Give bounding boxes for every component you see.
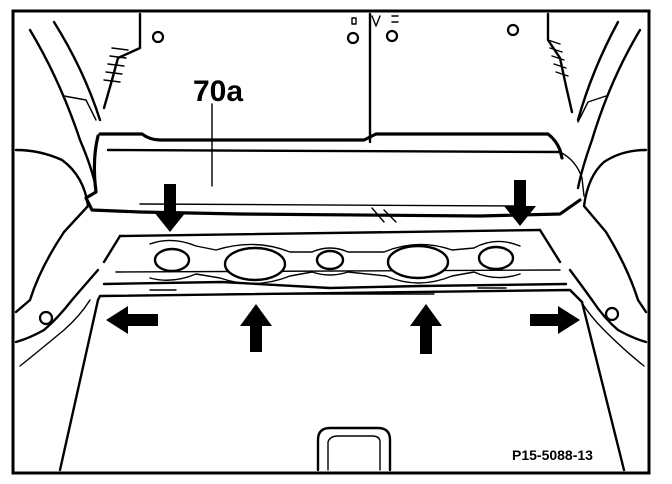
arrow-left [106,306,158,334]
fastener-nut [385,29,399,43]
floor-hole [153,247,191,273]
figure-code: P15-5088-13 [512,447,593,463]
arrow-up-right [410,304,442,354]
arrow-down-right [504,180,536,226]
fastener-nut [604,306,620,322]
arrow-right [530,306,580,334]
floor-hole [223,246,287,282]
fastener-nut [151,30,165,44]
trim-panel-70a [84,103,585,223]
side-trim [14,148,648,367]
floor-hole [477,245,515,271]
figure-frame [11,9,651,475]
arrow-up-left [240,304,272,352]
floor-cross-member [102,228,568,295]
fastener-nut [38,310,54,326]
floor-handle [316,426,392,472]
seat-back [28,12,642,326]
floor-hole [315,249,345,271]
fastener-nut [506,23,520,37]
floor-hole [386,244,450,280]
arrow-down-left [154,184,186,232]
part-label: 70a [193,75,243,108]
fastener-nut [346,31,360,45]
trunk-floor [58,288,626,472]
